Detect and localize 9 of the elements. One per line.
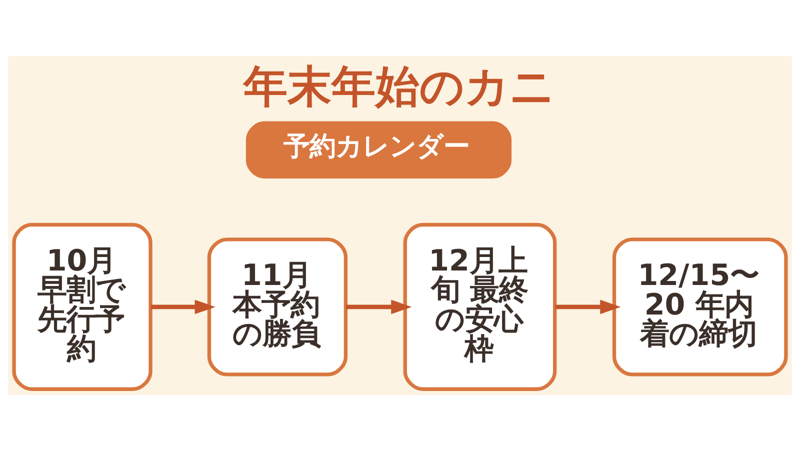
node-box: 12月上旬 最終の安心枠 — [403, 222, 557, 390]
arrow — [150, 299, 216, 314]
arrow — [555, 299, 621, 314]
diagram-title: 年末年始のカニ — [244, 60, 555, 112]
node-box: 12/15〜20 年内着の締切 — [612, 237, 788, 376]
node-box: 10月早割で先行予約 — [12, 222, 152, 390]
node-box: 11月本予約の勝負 — [207, 237, 348, 376]
node-box: 予約カレンダー — [246, 120, 512, 178]
arrow — [346, 299, 412, 314]
